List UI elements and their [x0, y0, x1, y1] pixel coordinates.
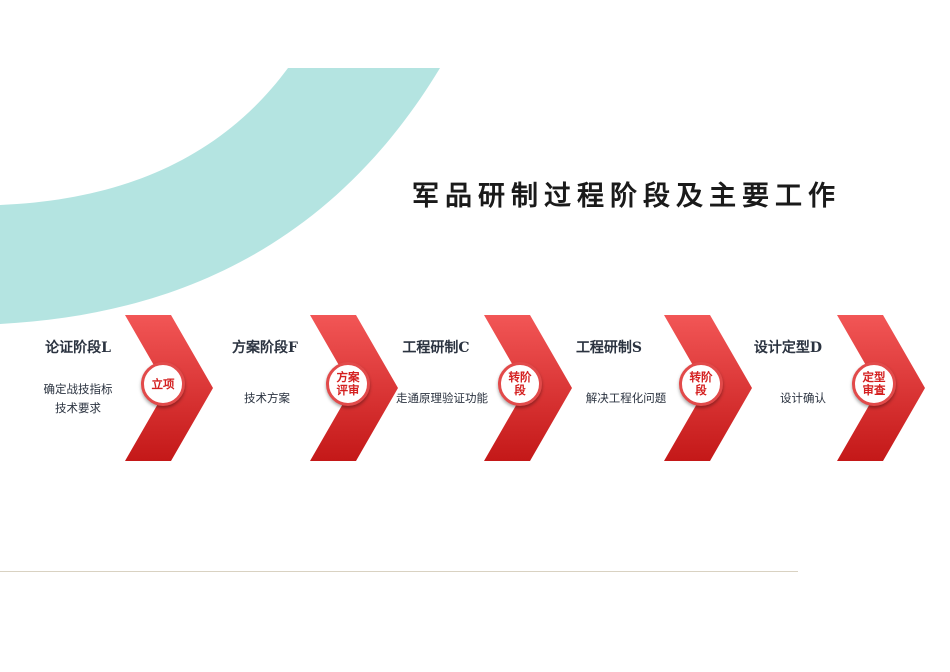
milestone-label: 立项 — [151, 376, 175, 391]
stage-desc-design-finalization: 设计确认 — [780, 391, 826, 405]
bottom-divider — [0, 571, 798, 572]
stage-name-engineering-s: 工程研制S — [575, 340, 643, 356]
stage-desc-scheme: 技术方案 — [244, 391, 290, 405]
stage-desc-demonstration: 确定战技指标 技术要求 — [44, 380, 113, 418]
milestone-badge-1: 立项 — [141, 362, 185, 406]
page-title: 军品研制过程阶段及主要工作 — [412, 181, 841, 212]
stage-desc-engineering-s: 解决工程化问题 — [585, 391, 667, 405]
milestone-badge-4: 转阶段 — [679, 362, 723, 406]
milestone-badge-3: 转阶段 — [498, 362, 542, 406]
stage-desc-engineering-c: 走通原理验证功能 — [396, 391, 488, 405]
milestone-badge-2: 方案评审 — [326, 362, 370, 406]
stage-name-design-finalization: 设计定型D — [753, 340, 823, 356]
stage-name-demonstration: 论证阶段L — [45, 340, 111, 356]
stage-name-engineering-c: 工程研制C — [402, 340, 470, 356]
stage-desc-line: 技术要求 — [55, 401, 101, 415]
milestone-label: 方案评审 — [336, 370, 360, 397]
stage-name-scheme: 方案阶段F — [232, 340, 298, 356]
milestone-label: 定型审查 — [862, 370, 886, 397]
milestone-label: 转阶段 — [508, 370, 532, 397]
milestone-label: 转阶段 — [689, 370, 713, 397]
stage-desc-line: 确定战技指标 — [43, 382, 113, 396]
milestone-badge-5: 定型审查 — [852, 362, 896, 406]
